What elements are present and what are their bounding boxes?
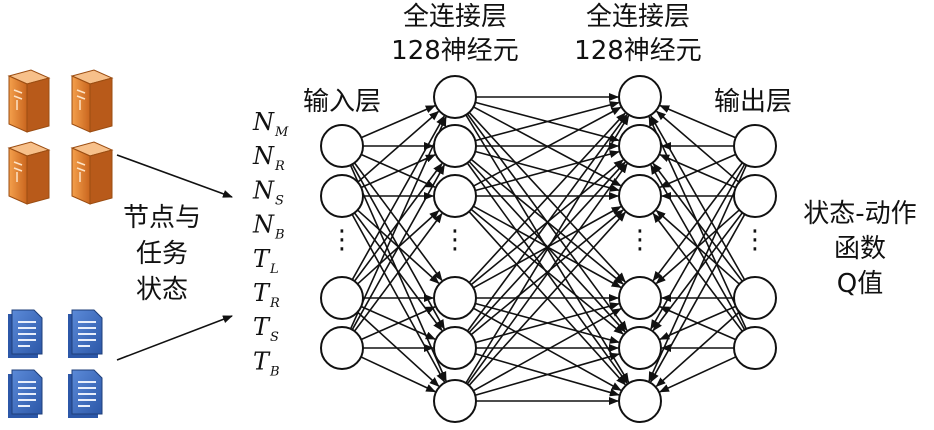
input-variable: NM — [252, 108, 289, 140]
input-neuron — [320, 276, 364, 320]
input-neuron — [320, 174, 364, 218]
hidden1-ellipsis: ⋮ — [442, 225, 468, 255]
hidden2-neuron — [618, 75, 662, 119]
state-label-line-3: 状态 — [136, 275, 188, 305]
output-to-hidden2-edge — [659, 306, 737, 341]
output-to-hidden2-edge — [659, 356, 737, 393]
input-neuron — [320, 326, 364, 370]
output-neuron — [733, 124, 777, 168]
input-to-hidden1-edge — [351, 164, 445, 331]
document-icons — [8, 309, 103, 418]
hidden1-to-hidden2-edge — [470, 209, 624, 336]
input-to-hidden1-edge — [360, 306, 436, 341]
input-variable: TB — [253, 347, 280, 379]
hidden1-neuron — [433, 326, 477, 370]
hidden1-neuron — [433, 75, 477, 119]
input-to-hidden1-edge — [360, 105, 436, 139]
hidden1-neuron — [433, 174, 477, 218]
input-variable: TR — [253, 279, 280, 311]
q-label-line-1: 状态-动作 — [803, 199, 916, 229]
input-to-hidden1-edge — [353, 212, 443, 332]
output-to-hidden2-edge — [648, 116, 747, 330]
input-variable: NB — [252, 211, 285, 243]
output-neuron — [733, 326, 777, 370]
hidden1-to-hidden2-edge — [474, 352, 620, 396]
input-to-hidden1-edge — [349, 116, 447, 330]
output-layer-label: 输出层 — [714, 87, 792, 117]
server-icons — [7, 69, 114, 205]
output-to-hidden2-edge — [650, 115, 746, 281]
output-to-hidden2-edge — [655, 110, 740, 183]
hidden1-to-hidden2-edge — [472, 308, 622, 392]
fc1-title: 全连接层 — [403, 2, 507, 32]
hidden1-neuron — [433, 124, 477, 168]
output-to-hidden2-edge — [650, 164, 746, 331]
server-icon — [70, 141, 114, 205]
hidden1-to-hidden2-edge — [475, 302, 620, 344]
output-ellipsis: ⋮ — [742, 225, 768, 255]
hidden1-to-hidden2-edge — [466, 162, 628, 385]
input-to-hidden1-edge — [351, 115, 445, 281]
output-neuron — [733, 276, 777, 320]
state-label-line-1: 节点与 — [123, 203, 201, 233]
document-icon — [68, 309, 103, 358]
output-to-hidden2-edge — [652, 212, 743, 332]
hidden2-ellipsis: ⋮ — [627, 225, 653, 255]
output-to-hidden2-edge — [659, 104, 736, 139]
server-icon — [70, 69, 114, 133]
document-icon — [8, 309, 43, 358]
hidden1-to-hidden2-edge — [473, 106, 622, 187]
document-icon — [68, 369, 103, 418]
hidden1-to-hidden2-edge — [466, 113, 628, 332]
input-layer-label: 输入层 — [303, 87, 381, 117]
input-variable: TL — [253, 245, 279, 277]
document-icon — [8, 369, 43, 418]
hidden2-neuron — [618, 124, 662, 168]
hidden1-to-hidden2-edge — [465, 114, 630, 384]
output-neuron — [733, 174, 777, 218]
input-variable: NS — [252, 176, 284, 208]
input-to-hidden1-edge — [357, 110, 440, 183]
input-to-hidden1-edge — [360, 154, 436, 189]
q-label-line-3: Q值 — [837, 269, 883, 299]
hidden2-neuron — [618, 276, 662, 320]
fc2-subtitle: 128神经元 — [574, 36, 702, 66]
connections — [349, 93, 748, 405]
hidden1-to-hidden2-edge — [475, 101, 620, 142]
hidden1-to-hidden2-edge — [468, 211, 626, 386]
state-label-line-2: 任务 — [136, 239, 188, 269]
hidden1-neuron — [433, 379, 477, 423]
hidden1-to-hidden2-edge — [468, 161, 626, 334]
servers-to-inputs-arrow — [116, 154, 233, 198]
output-to-hidden2-edge — [655, 311, 740, 387]
input-to-hidden1-edge — [356, 311, 440, 387]
server-icon — [7, 69, 51, 133]
hidden1-neuron — [433, 276, 477, 320]
hidden1-to-hidden2-edge — [468, 112, 626, 284]
output-to-hidden2-edge — [659, 154, 737, 189]
fc1-subtitle: 128神经元 — [391, 36, 519, 66]
server-icon — [7, 141, 51, 205]
q-label-line-2: 函数 — [834, 234, 886, 264]
neurons: ⋮ ⋮ ⋮ ⋮ — [320, 75, 777, 423]
hidden2-neuron — [618, 379, 662, 423]
input-variable: NR — [252, 142, 285, 174]
input-to-hidden1-edge — [360, 356, 436, 393]
documents-to-inputs-arrow — [116, 315, 233, 361]
fc2-title: 全连接层 — [586, 2, 690, 32]
input-ellipsis: ⋮ — [329, 225, 355, 255]
input-neuron — [320, 124, 364, 168]
hidden2-neuron — [618, 174, 662, 218]
input-variable: TS — [253, 313, 279, 345]
hidden2-neuron — [618, 326, 662, 370]
